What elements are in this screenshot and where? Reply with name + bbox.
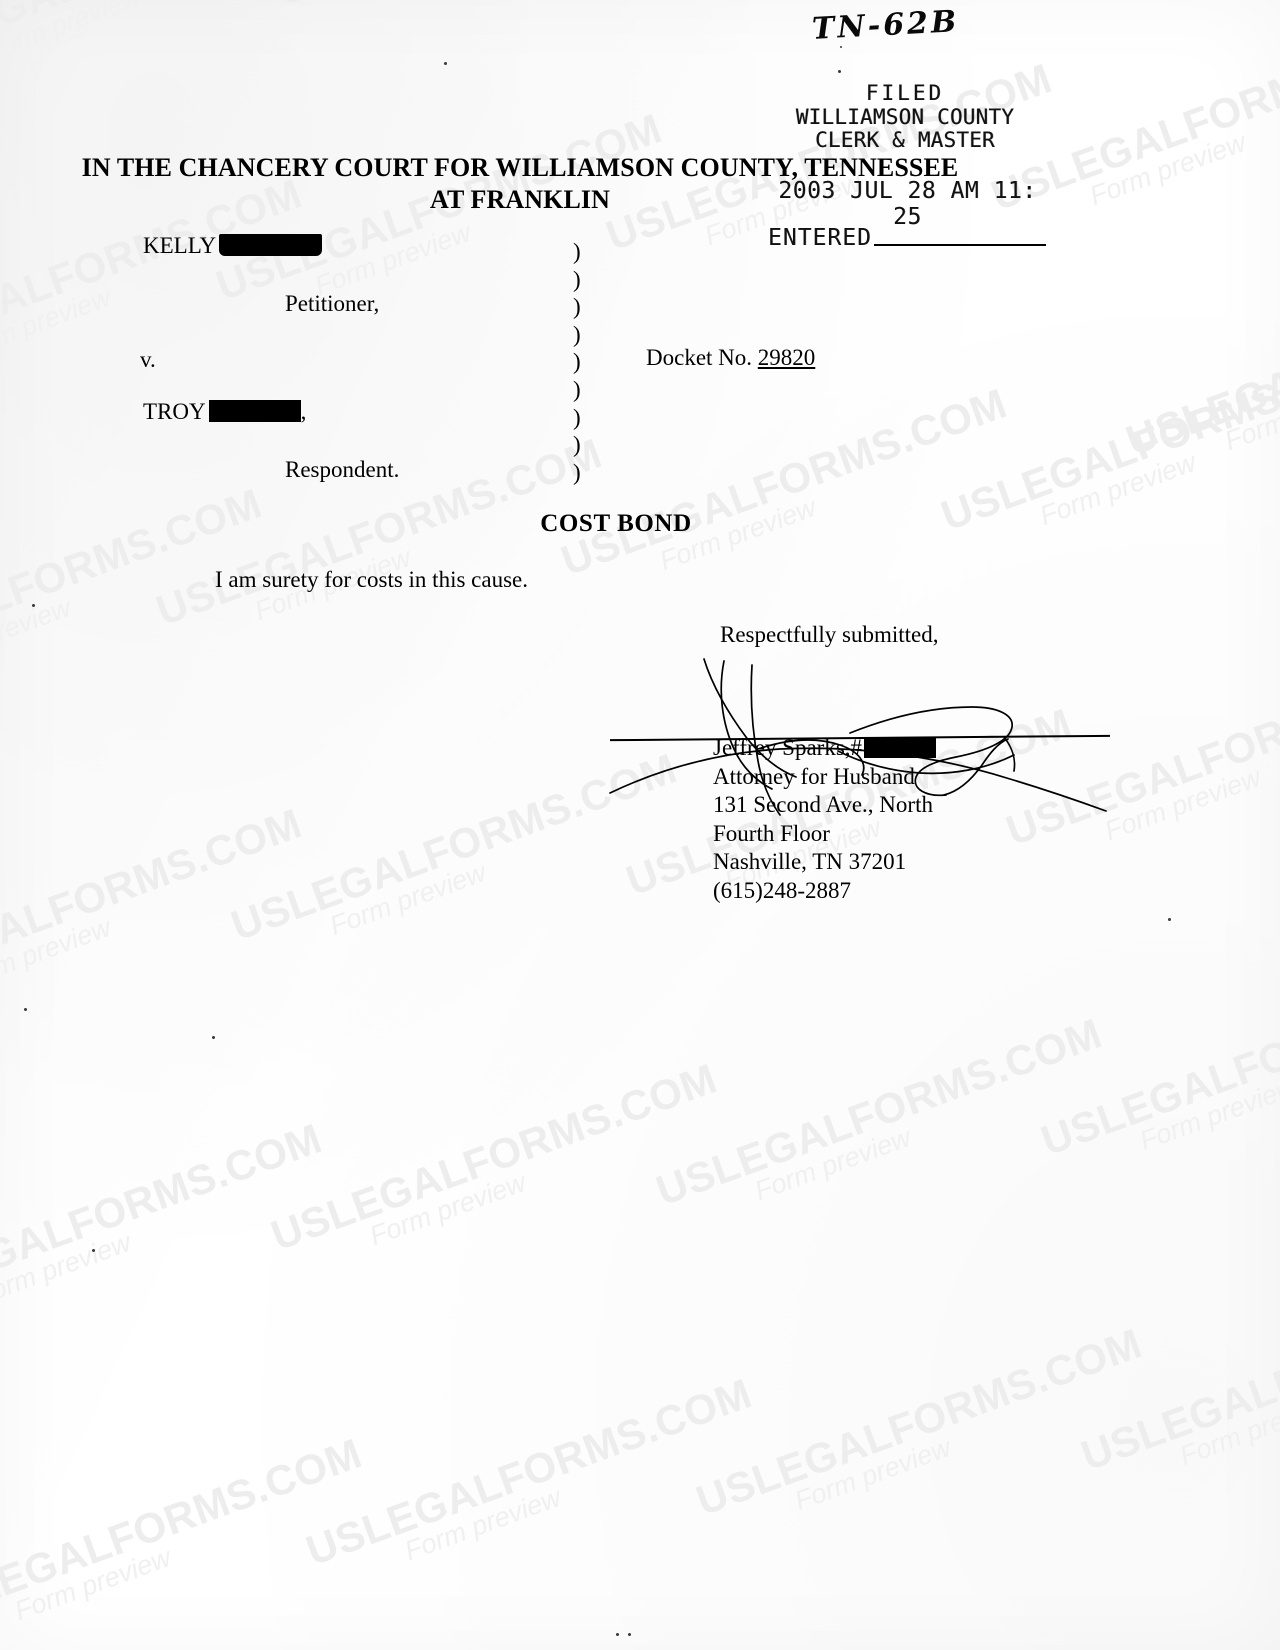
closing-salutation: Respectfully submitted,: [720, 622, 939, 647]
scan-speck: [32, 604, 35, 607]
caption-paren-mark: ): [573, 321, 581, 347]
entered-stamp: ENTERED: [768, 225, 1046, 251]
scan-speck: [1168, 918, 1171, 921]
docket-number-row: Docket No. 29820: [646, 345, 815, 371]
scan-speck: [628, 1633, 631, 1636]
respondent-name-row: TROY,: [143, 399, 306, 425]
document-title: COST BOND: [540, 510, 692, 537]
scan-speck: [92, 1249, 95, 1252]
respondent-name: TROY: [143, 399, 206, 424]
versus-label: v.: [140, 347, 156, 372]
scan-speck: [840, 46, 842, 48]
attorney-details: Jeffrey Sparks,# Attorney for Husband 13…: [713, 734, 937, 905]
filed-stamp-date: 2003 JUL 28 AM 11: 25: [778, 178, 1037, 230]
docket-number: 29820: [757, 345, 816, 370]
caption-paren-mark: ): [573, 432, 581, 458]
court-header: IN THE CHANCERY COURT FOR WILLIAMSON COU…: [0, 152, 1040, 215]
respondent-name-redaction: [208, 400, 301, 422]
scan-speck: [24, 1008, 27, 1011]
docket-label: Docket No.: [646, 345, 753, 370]
scan-speck: [838, 70, 841, 73]
entered-stamp-blank-line: [873, 244, 1046, 246]
caption-paren-mark: ): [573, 349, 581, 375]
filed-stamp: FILED WILLIAMSON COUNTY CLERK & MASTER: [770, 81, 1040, 153]
court-header-line-2: AT FRANKLIN: [430, 184, 610, 214]
entered-stamp-label: ENTERED: [768, 225, 872, 251]
petitioner-name: KELLY: [143, 233, 217, 258]
court-header-line-1: IN THE CHANCERY COURT FOR WILLIAMSON COU…: [81, 153, 959, 182]
bpr-prefix: #: [850, 735, 863, 760]
caption-paren-mark: ): [573, 459, 581, 485]
caption-paren-mark: ): [573, 404, 581, 430]
filed-stamp-line-1: FILED: [865, 81, 945, 105]
attorney-phone: (615)248-2887: [713, 877, 851, 903]
attorney-address-line-3: Nashville, TN 37201: [713, 849, 907, 874]
filed-stamp-line-2: WILLIAMSON COUNTY: [795, 104, 1015, 129]
petitioner-role-label: Petitioner,: [285, 291, 380, 316]
caption-paren-mark: ): [573, 239, 581, 264]
scan-speck: [212, 1036, 215, 1039]
handwritten-form-code: TN-62B: [811, 4, 961, 47]
scan-speck: [444, 62, 447, 65]
caption-paren-mark: ): [573, 376, 581, 402]
respondent-name-suffix: ,: [300, 399, 307, 424]
caption-paren-column: ))))))))): [573, 238, 581, 486]
attorney-name: Jeffrey Sparks,: [713, 735, 851, 760]
respondent-role-label: Respondent.: [285, 457, 400, 482]
caption-paren-mark: ): [573, 294, 581, 320]
attorney-address-line-1: 131 Second Ave., North: [713, 792, 933, 817]
attorney-address-line-2: Fourth Floor: [713, 820, 830, 846]
attorney-role: Attorney for Husband: [713, 763, 915, 789]
body-paragraph: I am surety for costs in this cause.: [215, 567, 528, 592]
petitioner-name-row: KELLY: [143, 233, 323, 259]
filed-stamp-line-3: CLERK & MASTER: [815, 128, 995, 153]
attorney-name-row: Jeffrey Sparks,#: [713, 734, 937, 763]
caption-paren-mark: ): [573, 266, 581, 292]
scan-speck: [616, 1633, 619, 1636]
bpr-number-redaction: [864, 738, 937, 758]
petitioner-name-redaction: [219, 234, 323, 256]
